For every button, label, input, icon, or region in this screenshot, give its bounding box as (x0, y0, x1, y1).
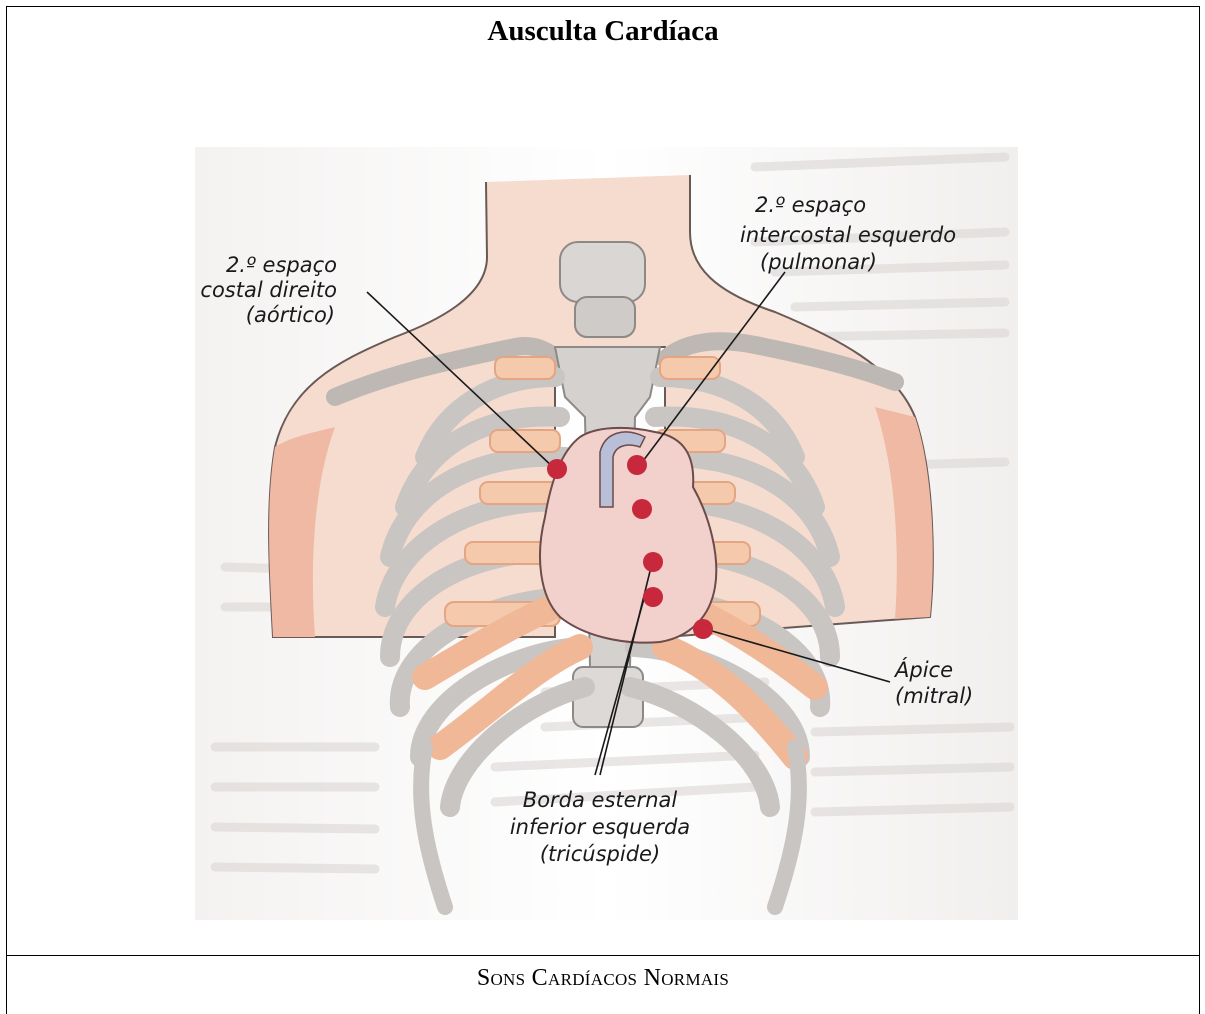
label-tricuspid-line2: inferior esquerda (510, 815, 690, 839)
pulmonary-point (627, 455, 647, 475)
label-pulmonary-line2: intercostal esquerdo (740, 223, 956, 247)
label-tricuspid-line1: Borda esternal (523, 788, 678, 812)
vertebra-2 (575, 297, 635, 337)
label-mitral-line1: Ápice (893, 657, 953, 682)
label-aortic-line3: (aórtico) (246, 303, 335, 327)
document-frame: Ausculta Cardíaca (6, 6, 1200, 1014)
heart (540, 428, 716, 643)
label-pulmonary-line3: (pulmonar) (760, 250, 877, 274)
label-tricuspid-line3: (tricúspide) (540, 842, 660, 866)
tricuspid-point-upper (643, 552, 663, 572)
chest-auscultation-figure: 2.º espaço costal direito (aórtico) 2.º … (195, 147, 1018, 920)
cervical-vertebra (560, 242, 645, 302)
label-aortic-line2: costal direito (200, 278, 337, 302)
label-aortic-line1: 2.º espaço (226, 253, 337, 277)
mitral-point (693, 619, 713, 639)
tricuspid-point (643, 587, 663, 607)
chest-illustration: 2.º espaço costal direito (aórtico) 2.º … (195, 147, 1018, 920)
label-pulmonary-line1: 2.º espaço (755, 193, 866, 217)
erb-point (632, 499, 652, 519)
section-heading: Sons Cardíacos Normais (7, 965, 1199, 992)
section-divider (7, 955, 1199, 956)
label-mitral-line2: (mitral) (895, 684, 973, 708)
document-title: Ausculta Cardíaca (7, 15, 1199, 48)
aortic-point (547, 459, 567, 479)
